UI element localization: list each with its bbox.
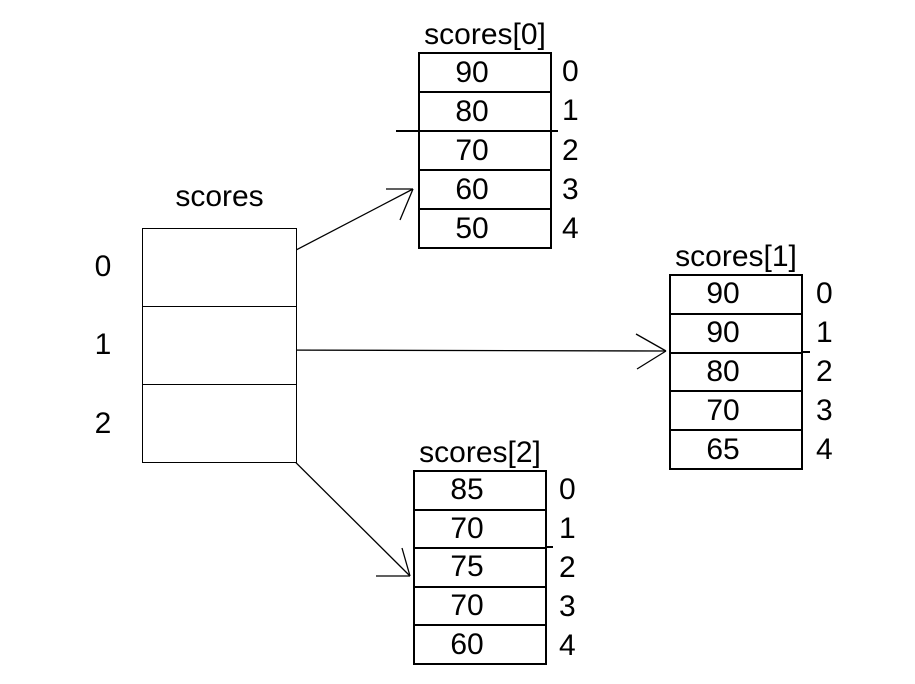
value-cell: 60 <box>450 627 484 661</box>
arrow-to-scores1 <box>251 333 667 370</box>
value-cell: 50 <box>455 211 489 245</box>
sub-array-1-index-column: 0 1 2 3 4 <box>816 274 850 470</box>
index-label: 3 <box>562 172 579 206</box>
index-label: 1 <box>559 511 576 545</box>
main-array-index-column: 0 1 2 <box>86 228 120 463</box>
value-cell: 60 <box>420 171 550 210</box>
main-array-index-label: 1 <box>94 328 112 362</box>
sub-array-2-table: 85 70 75 70 60 <box>413 470 547 665</box>
main-array-title: scores <box>175 180 264 213</box>
value-cell: 70 <box>671 392 801 432</box>
value-cell: 70 <box>415 588 545 627</box>
index-label: 2 <box>816 355 833 388</box>
sub-array-1-title: scores[1] <box>675 240 797 273</box>
value-cell: 85 <box>415 472 545 511</box>
main-array-cell-0 <box>143 229 296 307</box>
value-cell: 90 <box>671 276 801 315</box>
index-label: 3 <box>559 589 576 623</box>
index-label: 0 <box>816 276 833 310</box>
index-label: 4 <box>559 628 576 662</box>
sub-array-0-table: 90 80 70 60 50 <box>418 52 552 249</box>
value-cell: 70 <box>420 132 550 171</box>
index-label: 1 <box>562 94 579 128</box>
main-array-table <box>142 228 297 463</box>
value-cell: 80 <box>671 354 801 393</box>
index-label: 1 <box>816 315 833 349</box>
value-cell: 75 <box>415 549 545 588</box>
index-label: 3 <box>816 394 833 428</box>
main-array-cell-1 <box>143 307 296 385</box>
value-cell: 65 <box>706 432 740 466</box>
index-label: 0 <box>562 54 579 88</box>
sub-array-1-table: 90 90 80 70 65 <box>669 274 803 470</box>
main-array-index-label: 2 <box>94 406 112 440</box>
index-label: 2 <box>562 133 579 167</box>
index-label: 4 <box>816 433 833 467</box>
index-label: 0 <box>559 472 576 506</box>
sub-array-2-index-column: 0 1 2 3 4 <box>559 470 593 665</box>
sub-array-0-index-column: 0 1 2 3 4 <box>562 52 596 249</box>
sub-array-0-title: scores[0] <box>424 18 546 51</box>
main-array-index-label: 0 <box>94 250 112 284</box>
sub-array-2-title: scores[2] <box>419 436 541 469</box>
value-cell: 90 <box>671 315 801 354</box>
index-label: 4 <box>562 212 579 246</box>
value-cell: 90 <box>420 54 550 93</box>
value-cell: 80 <box>420 93 550 132</box>
index-label: 2 <box>559 550 576 584</box>
value-cell: 70 <box>415 511 545 550</box>
main-array-cell-2 <box>143 385 296 462</box>
